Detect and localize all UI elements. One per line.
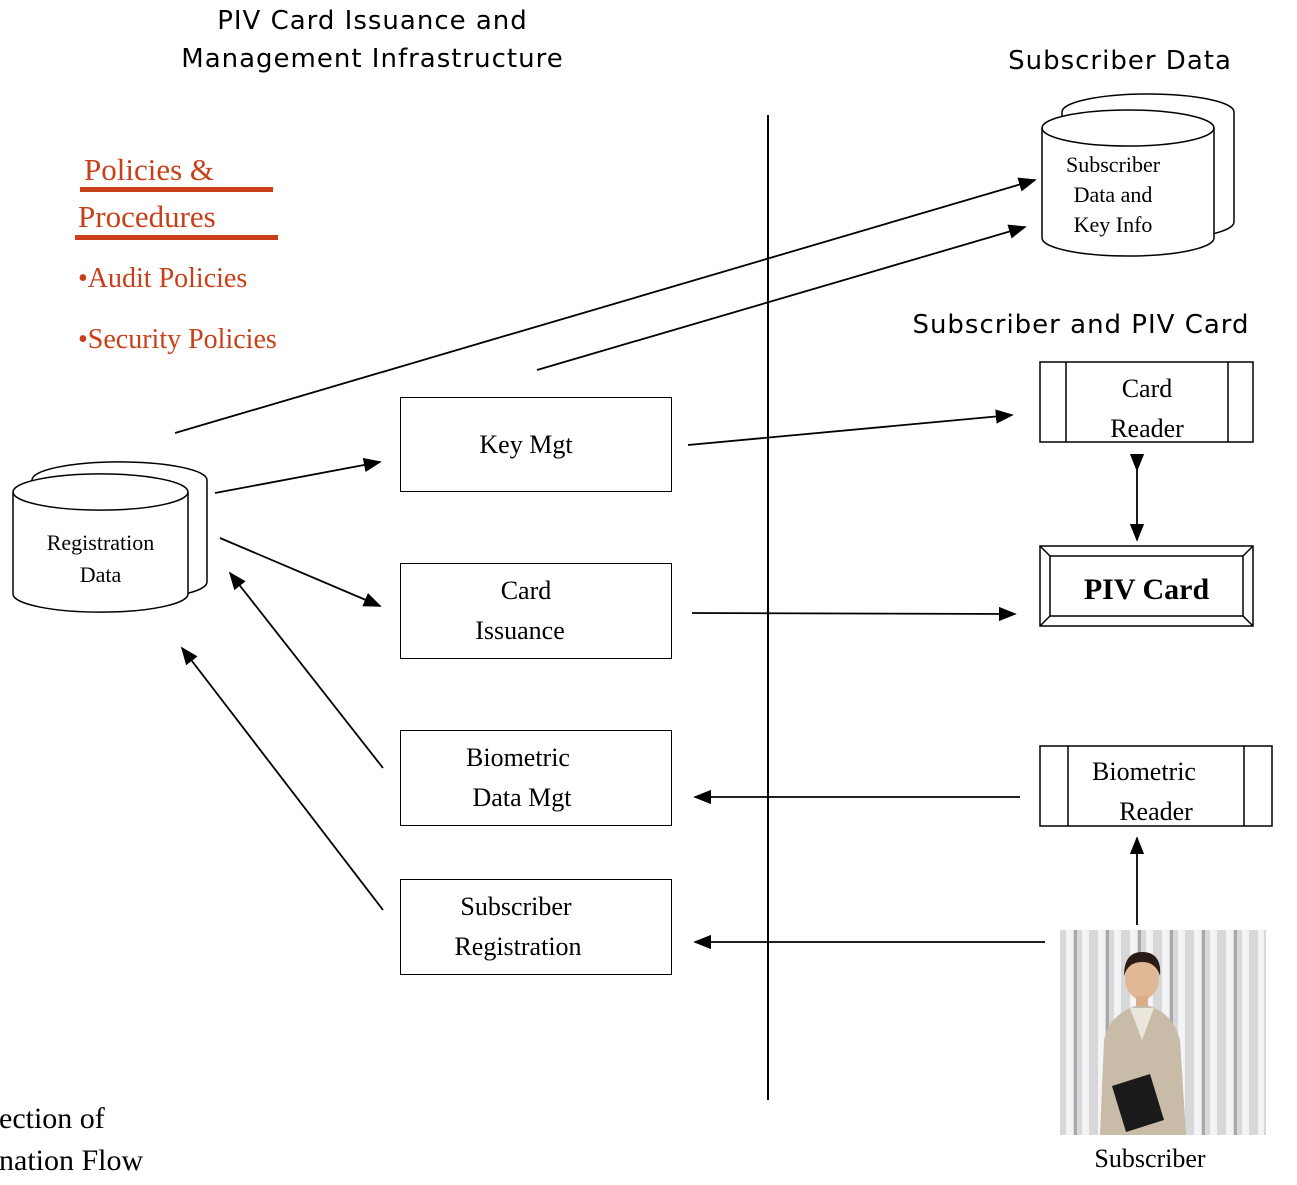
subscriber-registration-box: Subscriber Registration [400,879,672,975]
heading-subscriber-data: Subscriber Data [1008,46,1232,76]
arrow-keymgt-to-card-reader [687,409,1014,446]
biometric-data-mgt-label-line2: Data Mgt [472,783,572,812]
arrow-registration-to-keymgt [214,457,382,494]
subscriber-data-store [1041,93,1235,257]
biometric-data-mgt-box: Biometric Data Mgt [400,730,672,826]
key-mgt-box: Key Mgt [400,397,672,492]
heading-infrastructure-line1: PIV Card Issuance and [217,6,528,36]
policy-item-security: •Security Policies [78,324,277,355]
biometric-reader-label-line2: Reader [1119,797,1193,826]
subscriber-registration-label-line2: Registration [454,932,582,961]
subscriber-data-label-line2: Data and [1073,182,1153,207]
card-reader-device [1039,361,1254,443]
registration-data-store [12,461,208,613]
biometric-data-mgt-label-line1: Biometric [466,743,570,772]
heading-subscriber-and-piv-card: Subscriber and PIV Card [912,310,1250,340]
footer-note-line1: ection of [0,1102,105,1135]
policies-title-line2: Procedures [78,199,216,234]
heading-infrastructure-line2: Management Infrastructure [181,44,564,74]
piv-card-label: PIV Card [1083,573,1210,606]
policies-title-line1: Policies & [84,152,215,187]
arrow-subscriber-reg-to-registration [180,646,384,911]
card-issuance-box: Card Issuance [400,563,672,659]
subscriber-label: Subscriber [1094,1144,1206,1173]
key-mgt-label: Key Mgt [479,429,573,459]
card-reader-label: Card Reader [1066,369,1228,449]
arrow-keymgt-to-subscriber-data [536,224,1027,371]
registration-data-label-line2: Data [79,562,122,587]
subscriber-registration-label-line1: Subscriber [460,892,572,921]
subscriber-photo [1060,930,1266,1135]
footer-note-line2: nation Flow [0,1144,144,1177]
card-reader-label-line2: Reader [1110,414,1184,443]
footer-note: ection of nation Flow [0,1098,143,1182]
policy-item-audit: •Audit Policies [78,263,248,294]
card-issuance-label-line1: Card [500,576,552,605]
arrow-biometric-to-registration [228,571,384,769]
registration-data-label: Registration Data [13,527,188,591]
arrow-card-issuance-to-piv-card [691,606,1017,622]
card-issuance-label-line2: Issuance [475,616,565,645]
policies-underline-2 [75,235,278,240]
registration-data-label-line1: Registration [46,530,155,555]
piv-card-device [1039,545,1254,627]
biometric-reader-label-line1: Biometric [1092,757,1196,786]
arrow-registration-to-card-issuance [219,537,382,607]
arrow-registration-to-subscriber-data [174,177,1037,434]
card-reader-label-line1: Card [1121,374,1173,403]
heading-infrastructure: PIV Card Issuance and Management Infrast… [100,2,645,78]
subscriber-data-label-line3: Key Info [1073,212,1153,237]
biometric-reader-label: Biometric Reader [1068,752,1244,832]
policies-underline-1 [80,187,273,192]
biometric-reader-device [1039,745,1273,827]
subscriber-data-label: Subscriber Data and Key Info [1042,150,1184,240]
subscriber-data-label-line1: Subscriber [1065,152,1161,177]
